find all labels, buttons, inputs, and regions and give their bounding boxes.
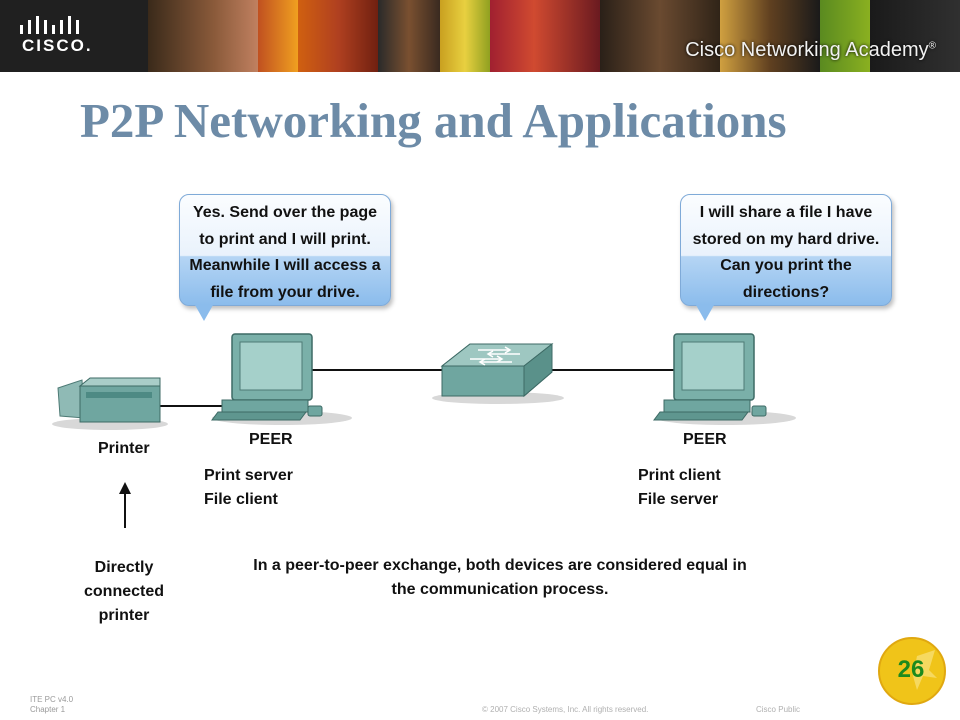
caption-line: In a peer-to-peer exchange, both devices… [253,557,747,574]
bubble-line: stored on my hard drive. [692,230,880,248]
academy-title-text: Cisco Networking Academy [685,39,929,61]
direct-printer-note: Directly connected printer [84,556,164,628]
academy-title: Cisco Networking Academy® [685,39,936,62]
footer-course: ITE PC v4.0 Chapter 1 [30,695,73,715]
footer-classification: Cisco Public [756,705,801,714]
right-peer-role-2: File server [638,491,719,508]
right-bubble-tail [696,305,714,321]
left-peer-computer-icon [211,333,352,425]
bubble-line: Can you print the [720,257,852,274]
up-arrow-icon [119,482,131,528]
right-speech-bubble: I will share a file I have stored on my … [680,194,892,306]
cisco-logo-text: CISCO. [22,36,93,55]
cisco-logo: CISCO. [0,0,148,72]
note-line: Directly [94,559,154,576]
banner-photo [378,0,440,72]
page-badge-icon [878,637,946,705]
banner-photo [258,0,298,72]
left-peer-label: PEER [249,431,293,448]
left-peer-role-1: Print server [204,467,293,484]
banner-photo [440,0,490,72]
course-text: ITE PC v4.0 [30,695,74,704]
bubble-line: I will share a file I have [699,204,873,221]
banner-photo [298,0,378,72]
chapter-text: Chapter 1 [30,705,66,714]
right-peer-label: PEER [683,431,727,448]
bubble-line: Meanwhile I will access a [189,257,381,274]
right-peer-role-1: Print client [638,467,721,484]
note-line: printer [98,607,150,624]
cisco-bars-icon [20,16,79,34]
page-number: 26 [897,656,925,683]
left-bubble-tail [195,305,213,321]
bubble-line: to print and I will print. [199,230,371,248]
right-peer-computer-icon [653,333,796,425]
bubble-line: directions? [742,283,830,301]
note-line: connected [84,583,165,600]
banner-photo [870,0,960,72]
banner-photo [148,0,258,72]
left-speech-bubble: Yes. Send over the page to print and I w… [179,194,391,306]
printer-label: Printer [98,440,150,457]
bubble-line: file from your drive. [210,283,360,301]
banner-photo [600,0,720,72]
banner-photo [720,0,820,72]
registered-mark: ® [928,40,936,52]
banner-photo [490,0,600,72]
network-switch-icon [432,342,564,404]
banner-photo [820,0,870,72]
printer-icon [52,377,168,430]
header-banner: CISCO. Cisco Networking Academy® [0,0,960,72]
diagram-caption: In a peer-to-peer exchange, both devices… [240,554,760,602]
bubble-line: Yes. Send over the page [192,204,378,221]
caption-line: the communication process. [391,581,609,598]
footer-copyright: © 2007 Cisco Systems, Inc. All rights re… [482,705,649,714]
left-peer-role-2: File client [204,491,278,508]
slide-title: P2P Networking and Applications [80,93,787,148]
